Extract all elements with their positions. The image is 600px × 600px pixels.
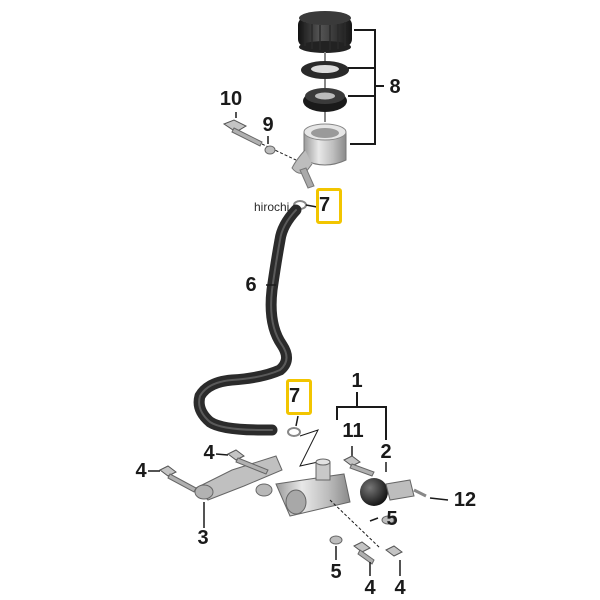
bracket-8 xyxy=(348,29,384,145)
reservoir-diaphragm xyxy=(303,88,347,112)
highlight-callout-7-bottom: 7 xyxy=(286,379,312,415)
reservoir-cap xyxy=(298,11,352,53)
callout-8: 8 xyxy=(389,76,401,98)
callout-7-bottom: 7 xyxy=(289,385,301,407)
callout-12: 12 xyxy=(453,489,477,511)
callout-10: 10 xyxy=(219,88,243,110)
callout-9: 9 xyxy=(262,114,274,136)
bolt-4-bottom-b xyxy=(385,545,403,576)
bracket-1 xyxy=(336,392,387,440)
pushrod-2 xyxy=(360,462,449,506)
callout-5-right: 5 xyxy=(386,508,398,530)
callout-5-bottom: 5 xyxy=(330,561,342,583)
bolt-11 xyxy=(343,446,375,477)
reservoir-body xyxy=(291,123,347,189)
callout-11: 11 xyxy=(342,420,364,442)
callout-4-bottom-b: 4 xyxy=(394,577,406,599)
bolt-4-left xyxy=(148,465,197,493)
bolt-4-bottom-a xyxy=(353,541,375,576)
leader-dashed xyxy=(329,499,381,549)
hose-clamp-bottom xyxy=(287,415,301,437)
callout-2: 2 xyxy=(380,441,392,463)
leader-dashed xyxy=(299,429,319,467)
callout-4-bottom-a: 4 xyxy=(364,577,376,599)
brake-fluid-hose xyxy=(193,204,302,436)
callout-6: 6 xyxy=(245,274,257,296)
callout-7-top: 7 xyxy=(319,194,331,216)
callout-1: 1 xyxy=(351,370,363,392)
highlight-callout-7-top: 7 xyxy=(316,188,342,224)
reservoir-gasket xyxy=(301,61,349,79)
watermark-text: hirochi xyxy=(254,200,290,214)
callout-3: 3 xyxy=(197,527,209,549)
washer-5-bottom xyxy=(329,535,343,560)
bolt-4-mid xyxy=(215,449,269,475)
hose-highlight xyxy=(198,209,297,431)
washer-5-right xyxy=(369,515,395,525)
bolt-10 xyxy=(222,112,263,147)
callout-4-mid: 4 xyxy=(203,442,215,464)
washer-9 xyxy=(264,136,276,155)
callout-4-left: 4 xyxy=(135,460,147,482)
master-cylinder-body xyxy=(275,458,351,517)
